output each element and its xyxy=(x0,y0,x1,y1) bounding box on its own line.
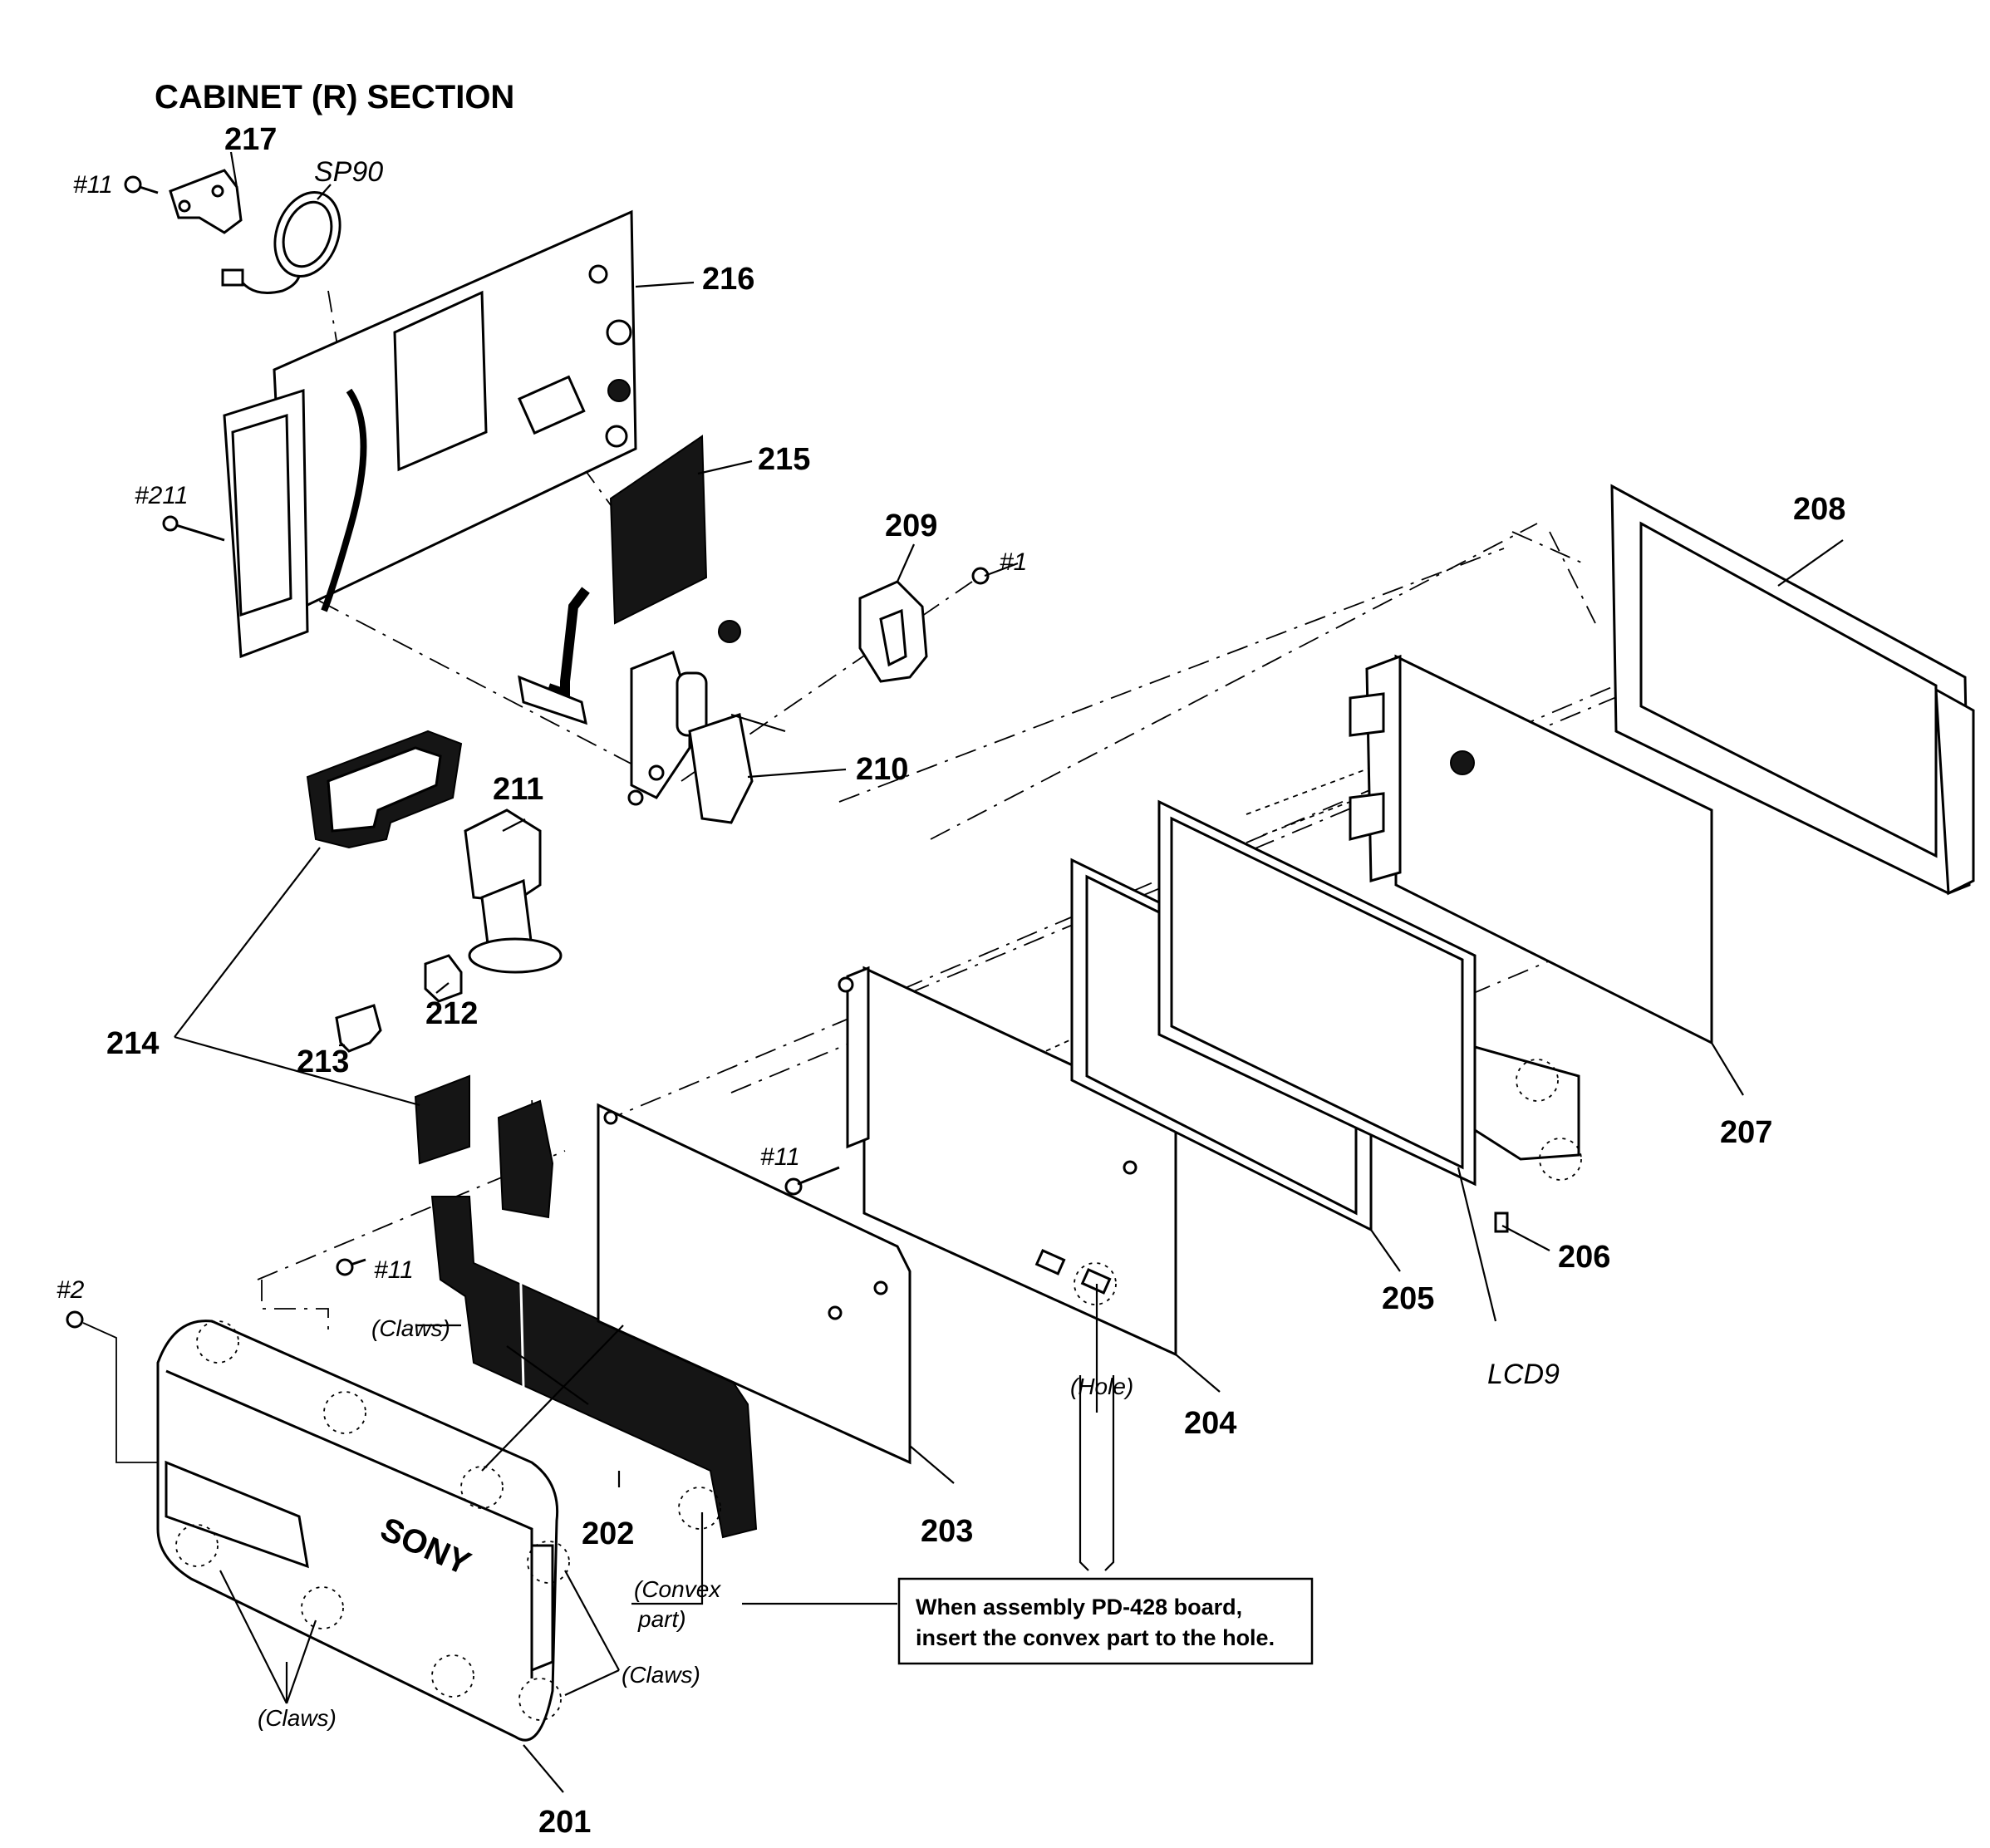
label-214: 214 xyxy=(106,1026,159,1061)
screw-11-mid xyxy=(784,1166,840,1196)
annotation-claws-right: (Claws) xyxy=(622,1662,700,1688)
label-sp90: SP90 xyxy=(314,156,383,188)
annotation-hole: (Hole) xyxy=(1070,1374,1133,1399)
part-labels: 217 SP90 216 215 209 210 211 212 213 214… xyxy=(106,122,1845,1840)
label-215: 215 xyxy=(758,442,810,477)
label-202: 202 xyxy=(582,1516,634,1551)
part-217-bracket xyxy=(169,169,302,294)
note-line-2: insert the convex part to the hole. xyxy=(916,1625,1275,1650)
label-201: 201 xyxy=(538,1805,591,1840)
label-screw-1: #1 xyxy=(1000,548,1027,576)
part-214-lower xyxy=(414,1074,554,1219)
annotation-convex-line1: (Convex xyxy=(634,1576,721,1602)
label-screw-11-low: #11 xyxy=(374,1256,414,1284)
annotation-convex-line2: part) xyxy=(637,1606,686,1632)
label-217: 217 xyxy=(224,122,277,157)
label-screw-11-mid: #11 xyxy=(760,1143,800,1171)
label-209: 209 xyxy=(885,509,937,543)
annotations: (Claws) (Claws) (Claws) (Hole) (Convex p… xyxy=(258,1315,1133,1731)
part-lcd9 xyxy=(1157,799,1580,1233)
part-202-board xyxy=(430,1196,758,1539)
label-207: 207 xyxy=(1720,1115,1772,1150)
part-204-frame xyxy=(838,966,1177,1357)
diagram-title: CABINET (R) SECTION xyxy=(155,79,514,116)
label-204: 204 xyxy=(1184,1406,1236,1441)
label-208: 208 xyxy=(1793,492,1845,527)
label-screw-11-top: #11 xyxy=(73,171,113,199)
label-211: 211 xyxy=(493,772,543,807)
part-216-board xyxy=(162,209,637,659)
label-210: 210 xyxy=(856,752,908,787)
screw-labels: #11 #211 #1 #11 #11 #2 xyxy=(57,171,1027,1304)
label-206: 206 xyxy=(1558,1240,1610,1275)
annotation-claws-bottom: (Claws) xyxy=(258,1705,337,1731)
part-215-flex xyxy=(518,435,708,725)
part-214-cover xyxy=(306,730,463,849)
screw-2 xyxy=(66,1310,158,1463)
label-screw-211: #211 xyxy=(135,482,189,509)
note-line-1: When assembly PD-428 board, xyxy=(916,1595,1242,1619)
label-lcd9: LCD9 xyxy=(1487,1359,1560,1390)
screw-11-top xyxy=(124,175,159,194)
part-201-cabinet: SONY xyxy=(156,1059,1582,1742)
part-211-button xyxy=(464,808,563,974)
label-216: 216 xyxy=(702,262,754,297)
label-screw-2: #2 xyxy=(57,1276,85,1304)
part-213-cap xyxy=(335,1004,382,1053)
part-209-bracket xyxy=(718,567,990,683)
speaker-sp90 xyxy=(273,191,341,278)
label-213: 213 xyxy=(297,1044,349,1079)
label-203: 203 xyxy=(921,1514,973,1549)
annotation-claws-top: (Claws) xyxy=(371,1315,450,1341)
part-210-hinge xyxy=(627,651,754,824)
part-203-plate xyxy=(597,1103,911,1465)
label-205: 205 xyxy=(1382,1281,1434,1316)
label-212: 212 xyxy=(425,996,478,1031)
part-208-frame xyxy=(1610,484,1975,896)
assembly-note: When assembly PD-428 board, insert the c… xyxy=(897,1577,1314,1665)
leader-lines xyxy=(174,151,1844,1793)
screw-11-low xyxy=(336,1258,366,1276)
part-212-block xyxy=(424,954,463,1003)
